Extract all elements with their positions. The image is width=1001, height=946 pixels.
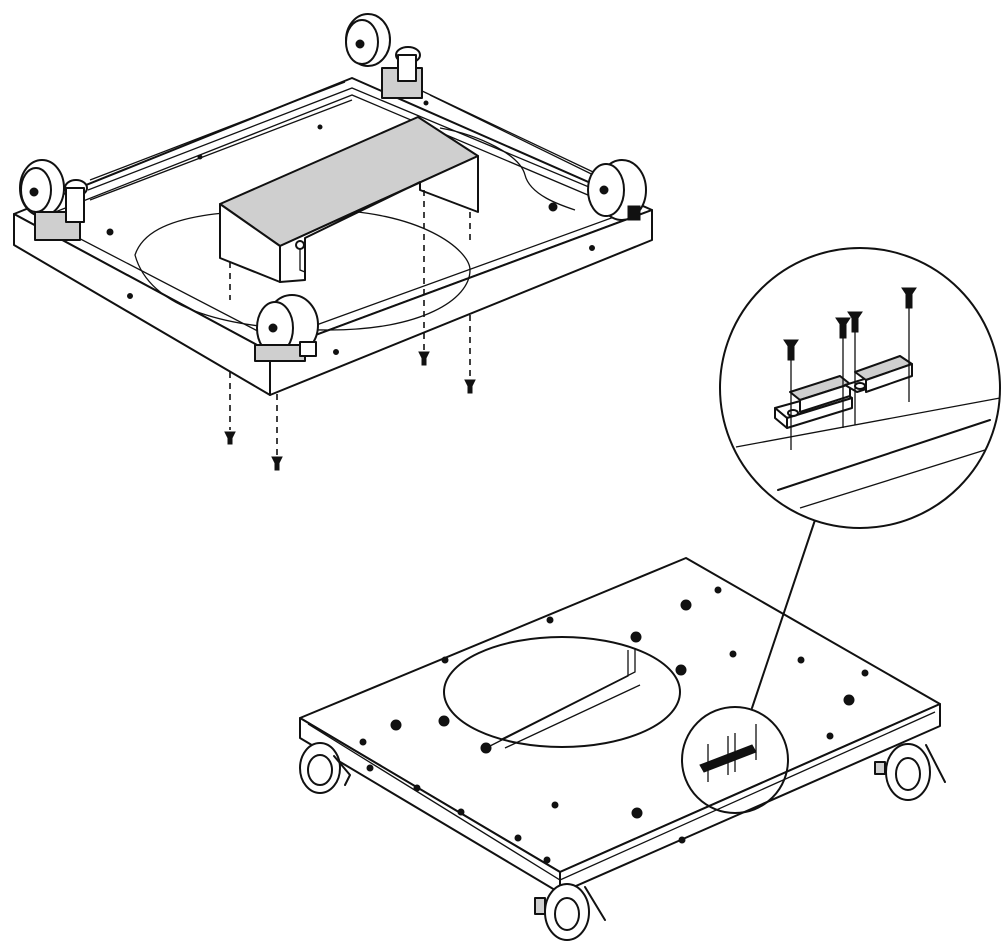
screw-icon	[464, 379, 476, 394]
housing-screw-hole	[295, 240, 305, 250]
underside-frame-view	[13, 13, 653, 471]
base-holes	[359, 586, 869, 864]
rim-hole	[548, 202, 558, 212]
frame-rail-left	[89, 81, 346, 181]
caster-wheel-right	[587, 159, 647, 221]
detail-callout-circle	[681, 706, 789, 814]
magnetic-latch-left	[774, 375, 853, 429]
caster-wheel-front	[254, 294, 319, 362]
rim-hole	[127, 293, 133, 299]
caster-wheel-front-right	[874, 743, 946, 801]
caster-wheel-bottom	[534, 883, 606, 941]
rim-hole	[423, 100, 429, 106]
rim-hole	[333, 349, 339, 355]
rim-hole	[317, 124, 323, 130]
latch-small	[699, 724, 757, 782]
detail-screw-icon	[847, 311, 863, 333]
detail-screw-icon	[783, 339, 799, 361]
caster-wheel-back	[345, 13, 423, 99]
caster-wheel-left	[19, 159, 88, 241]
screw-icon	[224, 431, 236, 445]
central-housing-side	[279, 155, 479, 283]
detail-screw-icon	[835, 317, 851, 339]
screw-icon	[418, 351, 430, 366]
magnetic-latch-right	[844, 355, 913, 393]
rim-hole	[589, 245, 595, 251]
detail-screw-icon	[901, 287, 917, 309]
frame-right-face	[269, 209, 653, 396]
callout-leader-line	[751, 519, 816, 709]
rim-hole	[197, 154, 203, 160]
assembled-base-view	[299, 557, 946, 941]
rim-hole	[106, 228, 114, 236]
base-circle-opening	[443, 636, 681, 748]
screw-icon	[271, 456, 283, 471]
detail-view	[719, 247, 1001, 529]
caster-wheel-front-left	[299, 742, 351, 794]
